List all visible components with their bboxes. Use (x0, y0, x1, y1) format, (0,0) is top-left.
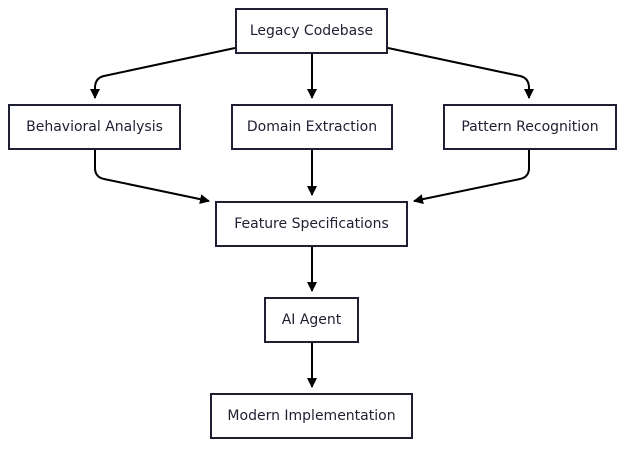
node-legacy-codebase: Legacy Codebase (235, 8, 388, 54)
edge-behavioral-to-feature (94, 150, 210, 205)
node-label: Feature Specifications (234, 216, 389, 232)
node-label: Legacy Codebase (249, 23, 374, 39)
edge-legacy-to-pattern (387, 47, 534, 99)
node-modern-implementation: Modern Implementation (210, 393, 413, 439)
node-ai-agent: AI Agent (264, 297, 359, 343)
node-behavioral-analysis: Behavioral Analysis (8, 104, 181, 150)
node-label: Behavioral Analysis (26, 119, 163, 135)
node-domain-extraction: Domain Extraction (231, 104, 393, 150)
edge-pattern-to-feature (413, 150, 530, 205)
edge-legacy-to-behavioral (90, 47, 236, 99)
node-label: Domain Extraction (246, 119, 378, 135)
node-label: AI Agent (281, 312, 342, 328)
node-pattern-recognition: Pattern Recognition (443, 104, 617, 150)
node-label: Pattern Recognition (461, 119, 599, 135)
node-feature-specifications: Feature Specifications (215, 201, 408, 247)
node-label: Modern Implementation (227, 408, 396, 424)
